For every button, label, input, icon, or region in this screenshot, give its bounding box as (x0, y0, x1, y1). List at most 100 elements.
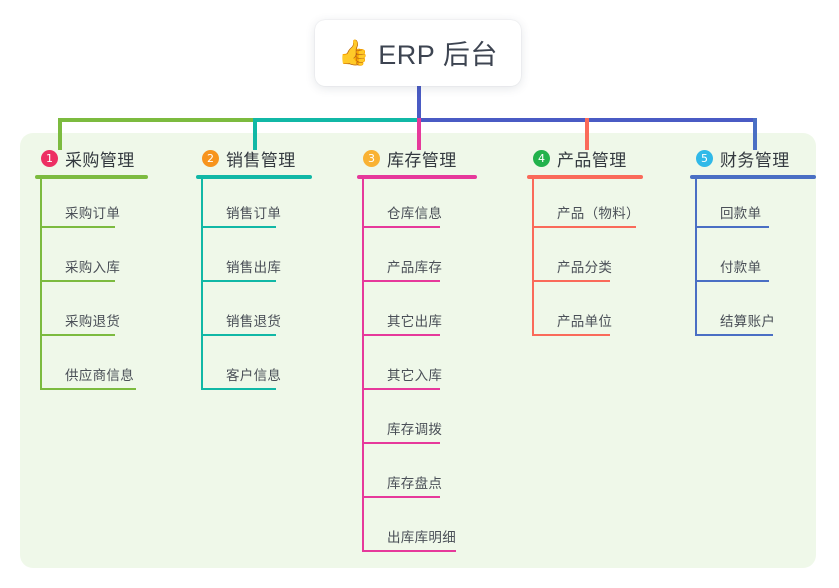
root-node[interactable]: 👍 ERP 后台 (315, 20, 521, 86)
branch-item[interactable]: 其它出库 (357, 287, 477, 341)
branch-panel-background (20, 133, 816, 568)
branch-item-label: 销售订单 (226, 206, 282, 221)
branch-items: 回款单付款单结算账户 (690, 179, 816, 341)
branch-item-underline (40, 280, 115, 282)
branch-item[interactable]: 采购订单 (35, 179, 148, 233)
branch-item-label: 其它出库 (387, 314, 443, 329)
branch-item-label: 出库库明细 (387, 530, 456, 545)
branch-item[interactable]: 结算账户 (690, 287, 816, 341)
branch-item[interactable]: 产品单位 (527, 287, 643, 341)
branch-underline (196, 175, 312, 179)
branch-item-underline (362, 496, 440, 498)
branch-item[interactable]: 销售出库 (196, 233, 312, 287)
branch-item-label: 仓库信息 (387, 206, 443, 221)
branch-item-underline (362, 550, 456, 552)
thumbs-up-icon: 👍 (338, 37, 370, 67)
branch-item-underline (695, 334, 773, 336)
root-node-content: 👍 ERP 后台 (338, 33, 498, 72)
branch-item-label: 产品库存 (387, 260, 443, 275)
branch-header-1[interactable]: 1 采购管理 (35, 145, 148, 171)
branch-spine (201, 179, 203, 390)
branch-item[interactable]: 库存调拨 (357, 395, 477, 449)
branch-title: 销售管理 (226, 150, 296, 170)
branch-title: 财务管理 (720, 150, 790, 170)
branch-spine (40, 179, 42, 390)
branch-header-2[interactable]: 2 销售管理 (196, 145, 312, 171)
branch-item-label: 采购订单 (65, 206, 121, 221)
branch-item-label: 客户信息 (226, 368, 282, 383)
branch-item-underline (201, 280, 276, 282)
branch-item-label: 回款单 (720, 206, 762, 221)
branch-title: 采购管理 (65, 150, 135, 170)
branch-item[interactable]: 库存盘点 (357, 449, 477, 503)
branch-item-label: 库存调拨 (387, 422, 443, 437)
branch-item-underline (532, 280, 610, 282)
branch-item[interactable]: 客户信息 (196, 341, 312, 395)
branch-items: 产品（物料） 产品分类产品单位 (527, 179, 643, 341)
branch-item-underline (201, 388, 276, 390)
branch-item[interactable]: 出库库明细 (357, 503, 477, 557)
branch-item-underline (362, 226, 440, 228)
branch-spine (532, 179, 534, 336)
branch-item-underline (695, 226, 769, 228)
branch-header-4[interactable]: 4 产品管理 (527, 145, 643, 171)
branch-index-badge: 3 (363, 149, 380, 167)
branch-item-underline (201, 226, 276, 228)
branch-column-1: 1 采购管理采购订单采购入库采购退货供应商信息 (35, 145, 148, 395)
branch-index-badge: 5 (696, 149, 713, 167)
branch-item-underline (362, 280, 440, 282)
branch-item-label: 产品（物料） (557, 206, 640, 221)
branch-item-label: 付款单 (720, 260, 762, 275)
branch-item-label: 其它入库 (387, 368, 443, 383)
branch-item-underline (532, 226, 636, 228)
branch-item-underline (201, 334, 276, 336)
branch-item-label: 结算账户 (720, 314, 776, 329)
branch-item[interactable]: 其它入库 (357, 341, 477, 395)
branch-item-underline (695, 280, 769, 282)
branch-item[interactable]: 采购入库 (35, 233, 148, 287)
branch-column-3: 3 库存管理仓库信息产品库存其它出库其它入库库存调拨库存盘点出库库明细 (357, 145, 477, 557)
branch-item[interactable]: 销售退货 (196, 287, 312, 341)
branch-item[interactable]: 仓库信息 (357, 179, 477, 233)
branch-items: 仓库信息产品库存其它出库其它入库库存调拨库存盘点出库库明细 (357, 179, 477, 557)
branch-index-badge: 1 (41, 149, 58, 167)
branch-item[interactable]: 供应商信息 (35, 341, 148, 395)
branch-underline (690, 175, 816, 179)
branch-header-3[interactable]: 3 库存管理 (357, 145, 477, 171)
branch-item-underline (40, 226, 115, 228)
branch-spine (362, 179, 364, 552)
branch-item-label: 采购退货 (65, 314, 121, 329)
branch-item-label: 销售退货 (226, 314, 282, 329)
branch-item[interactable]: 采购退货 (35, 287, 148, 341)
branch-title: 产品管理 (557, 150, 627, 170)
branch-items: 采购订单采购入库采购退货供应商信息 (35, 179, 148, 395)
branch-header-5[interactable]: 5 财务管理 (690, 145, 816, 171)
branch-item[interactable]: 销售订单 (196, 179, 312, 233)
branch-item-label: 产品单位 (557, 314, 613, 329)
branch-item-underline (362, 442, 440, 444)
branch-item[interactable]: 付款单 (690, 233, 816, 287)
branch-title: 库存管理 (387, 150, 457, 170)
branch-item-underline (532, 334, 610, 336)
branch-underline (357, 175, 477, 179)
branch-item[interactable]: 产品分类 (527, 233, 643, 287)
branch-index-badge: 2 (202, 149, 219, 167)
branch-item-label: 供应商信息 (65, 368, 134, 383)
branch-item-underline (40, 388, 136, 390)
branch-item[interactable]: 产品（物料） (527, 179, 643, 233)
branch-column-4: 4 产品管理产品（物料） 产品分类产品单位 (527, 145, 643, 341)
branch-item-underline (362, 334, 440, 336)
branch-index-badge: 4 (533, 149, 550, 167)
branch-underline (527, 175, 643, 179)
branch-column-5: 5 财务管理回款单付款单结算账户 (690, 145, 816, 341)
branch-item[interactable]: 产品库存 (357, 233, 477, 287)
branch-item-label: 库存盘点 (387, 476, 443, 491)
branch-item-underline (40, 334, 115, 336)
branch-item-label: 采购入库 (65, 260, 121, 275)
branch-item-label: 销售出库 (226, 260, 282, 275)
branch-underline (35, 175, 148, 179)
branch-column-2: 2 销售管理销售订单销售出库销售退货客户信息 (196, 145, 312, 395)
branch-item[interactable]: 回款单 (690, 179, 816, 233)
